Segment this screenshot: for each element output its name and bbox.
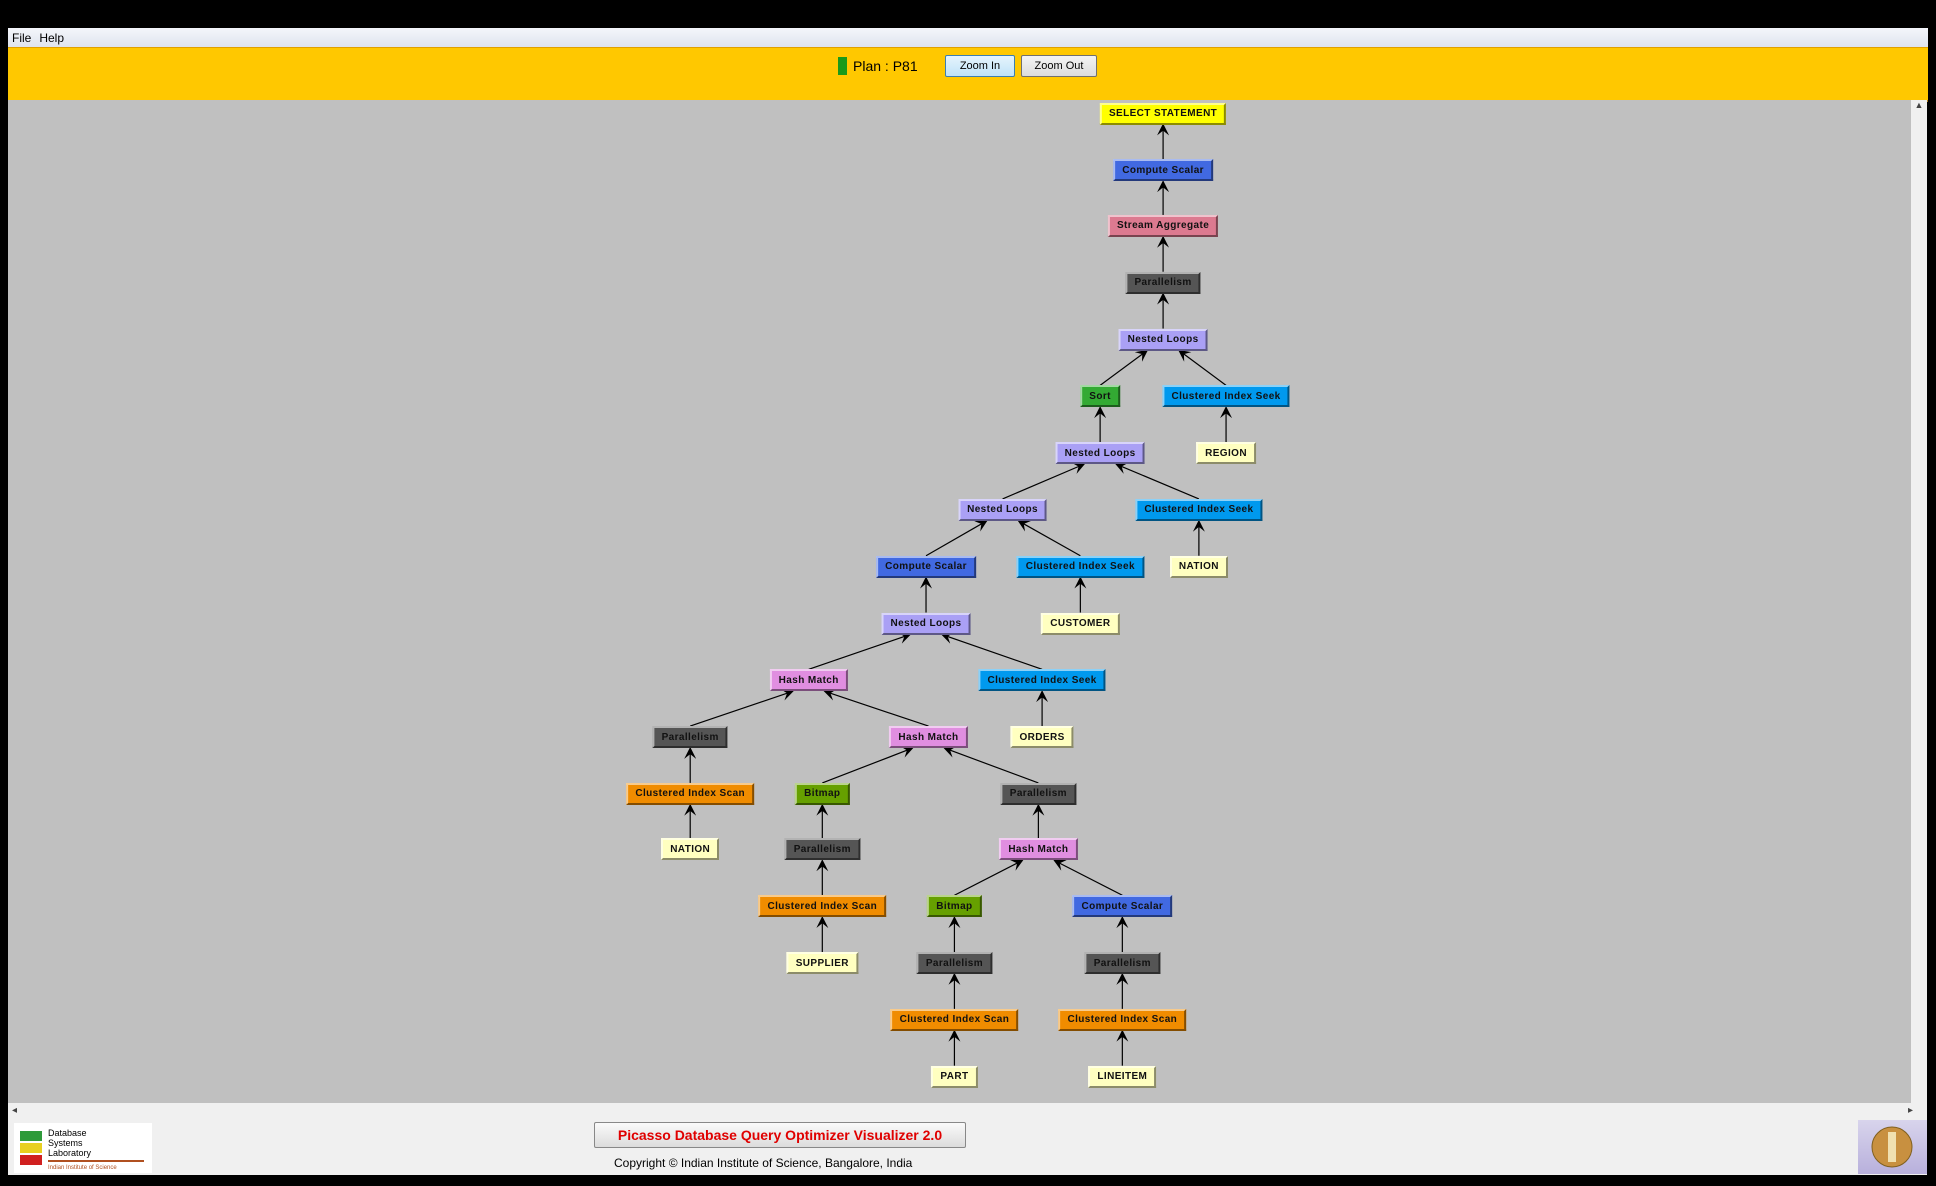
app-title-button[interactable]: Picasso Database Query Optimizer Visuali… xyxy=(594,1122,966,1148)
plan-node-nested[interactable]: Nested Loops xyxy=(881,612,971,635)
plan-node-table[interactable]: NATION xyxy=(661,838,720,861)
plan-label: Plan : P81 xyxy=(853,58,918,74)
scroll-up-icon[interactable]: ▲ xyxy=(1914,100,1924,110)
footer: Database Systems Laboratory Indian Insti… xyxy=(8,1120,1927,1175)
plan-node-scan[interactable]: Clustered Index Scan xyxy=(1058,1008,1187,1031)
plan-node-hash[interactable]: Hash Match xyxy=(769,669,848,692)
plan-node-seek[interactable]: Clustered Index Seek xyxy=(1135,498,1263,521)
zoom-out-button[interactable]: Zoom Out xyxy=(1021,55,1097,77)
plan-node-nested[interactable]: Nested Loops xyxy=(958,498,1048,521)
zoom-in-button[interactable]: Zoom In xyxy=(945,55,1015,77)
vertical-scrollbar[interactable]: ▲ xyxy=(1911,100,1927,1103)
menu-file[interactable]: File xyxy=(12,31,32,45)
plan-node-table[interactable]: CUSTOMER xyxy=(1041,612,1120,635)
dsl-logo-icon: Database Systems Laboratory Indian Insti… xyxy=(20,1128,144,1171)
plan-node-parallel[interactable]: Parallelism xyxy=(916,952,993,975)
plan-node-scan[interactable]: Clustered Index Scan xyxy=(758,895,887,918)
plan-node-bitmap[interactable]: Bitmap xyxy=(795,782,850,805)
plan-node-parallel[interactable]: Parallelism xyxy=(784,838,860,861)
plan-node-compute[interactable]: Compute Scalar xyxy=(1113,159,1213,182)
dsl-logo: Database Systems Laboratory Indian Insti… xyxy=(14,1123,152,1173)
plan-node-seek[interactable]: Clustered Index Seek xyxy=(1016,555,1144,578)
plan-node-table[interactable]: ORDERS xyxy=(1010,726,1074,749)
plan-node-hash[interactable]: Hash Match xyxy=(999,838,1078,861)
plan-node-sort[interactable]: Sort xyxy=(1080,385,1120,408)
menu-bar: File Help xyxy=(8,28,1928,47)
menu-help[interactable]: Help xyxy=(39,31,65,45)
plan-color-swatch xyxy=(838,57,847,75)
svg-text:Database: Database xyxy=(48,1128,87,1138)
plan-node-table[interactable]: LINEITEM xyxy=(1088,1065,1157,1088)
plan-node-compute[interactable]: Compute Scalar xyxy=(1072,895,1173,918)
plan-node-parallel[interactable]: Parallelism xyxy=(652,726,728,749)
plan-node-table[interactable]: NATION xyxy=(1169,555,1228,578)
plan-node-parallel[interactable]: Parallelism xyxy=(1000,782,1076,805)
plan-node-select[interactable]: SELECT STATEMENT xyxy=(1099,102,1227,125)
svg-text:Systems: Systems xyxy=(48,1138,83,1148)
plan-node-seek[interactable]: Clustered Index Seek xyxy=(1162,385,1290,408)
plan-node-nested[interactable]: Nested Loops xyxy=(1118,328,1208,351)
plan-node-parallel[interactable]: Parallelism xyxy=(1084,952,1160,975)
plan-node-scan[interactable]: Clustered Index Scan xyxy=(890,1008,1019,1031)
plan-node-table[interactable]: REGION xyxy=(1196,442,1256,465)
plan-node-parallel[interactable]: Parallelism xyxy=(1125,271,1201,294)
plan-tree-canvas xyxy=(8,100,1911,1103)
plan-node-compute[interactable]: Compute Scalar xyxy=(876,555,976,578)
plan-node-table[interactable]: SUPPLIER xyxy=(786,952,858,975)
plan-node-nested[interactable]: Nested Loops xyxy=(1055,442,1145,465)
plan-node-scan[interactable]: Clustered Index Scan xyxy=(626,782,755,805)
svg-text:Laboratory: Laboratory xyxy=(48,1148,92,1158)
plan-node-bitmap[interactable]: Bitmap xyxy=(927,895,982,918)
plan-node-table[interactable]: PART xyxy=(931,1065,978,1088)
scroll-left-icon[interactable]: ◂ xyxy=(12,1105,18,1116)
svg-text:Indian Institute of Science: Indian Institute of Science xyxy=(48,1165,117,1171)
plan-node-seek[interactable]: Clustered Index Seek xyxy=(978,669,1106,692)
plan-node-stream[interactable]: Stream Aggregate xyxy=(1107,214,1219,237)
plan-node-hash[interactable]: Hash Match xyxy=(889,726,968,749)
scroll-right-icon[interactable]: ▸ xyxy=(1907,1105,1913,1116)
plan-indicator: Plan : P81 xyxy=(838,56,918,76)
copyright-text: Copyright © Indian Institute of Science,… xyxy=(614,1156,913,1170)
toolbar: Plan : P81 Zoom In Zoom Out xyxy=(8,47,1928,102)
iisc-emblem-icon xyxy=(1858,1120,1927,1174)
horizontal-scrollbar[interactable]: ◂▸ xyxy=(8,1103,1927,1121)
